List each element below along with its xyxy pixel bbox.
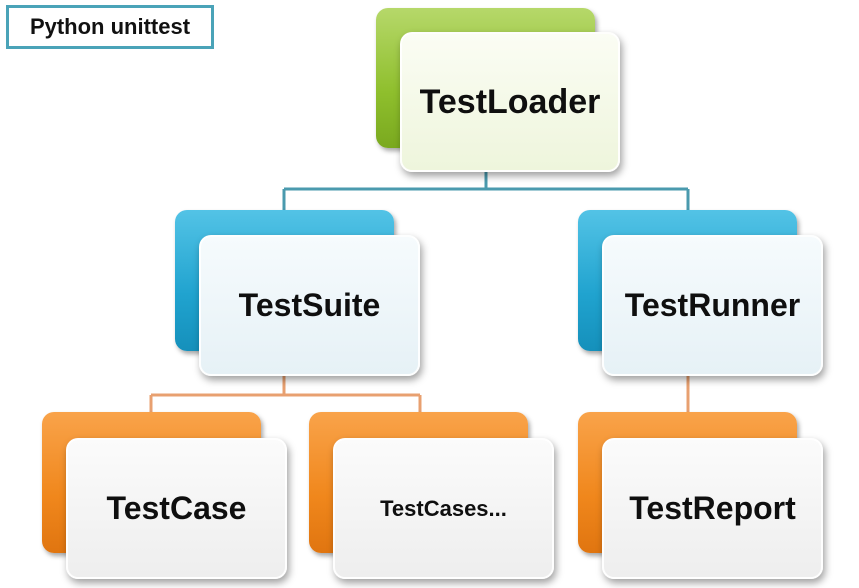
node-testsuite: TestSuite	[175, 210, 421, 377]
node-testreport: TestReport	[578, 412, 824, 580]
node-testcases-label: TestCases...	[380, 495, 507, 521]
node-testreport-label: TestReport	[629, 490, 796, 526]
diagram-title-text: Python unittest	[29, 14, 191, 39]
node-testsuite-label: TestSuite	[238, 287, 381, 323]
node-testloader-label: TestLoader	[419, 82, 601, 121]
node-testcases: TestCases...	[309, 412, 555, 580]
node-testrunner: TestRunner	[578, 210, 824, 377]
node-testloader: TestLoader	[376, 8, 621, 173]
node-testcase-label: TestCase	[106, 490, 247, 526]
diagram-title: Python unittest	[6, 5, 214, 49]
node-testrunner-label: TestRunner	[624, 287, 801, 323]
node-testcase: TestCase	[42, 412, 288, 580]
